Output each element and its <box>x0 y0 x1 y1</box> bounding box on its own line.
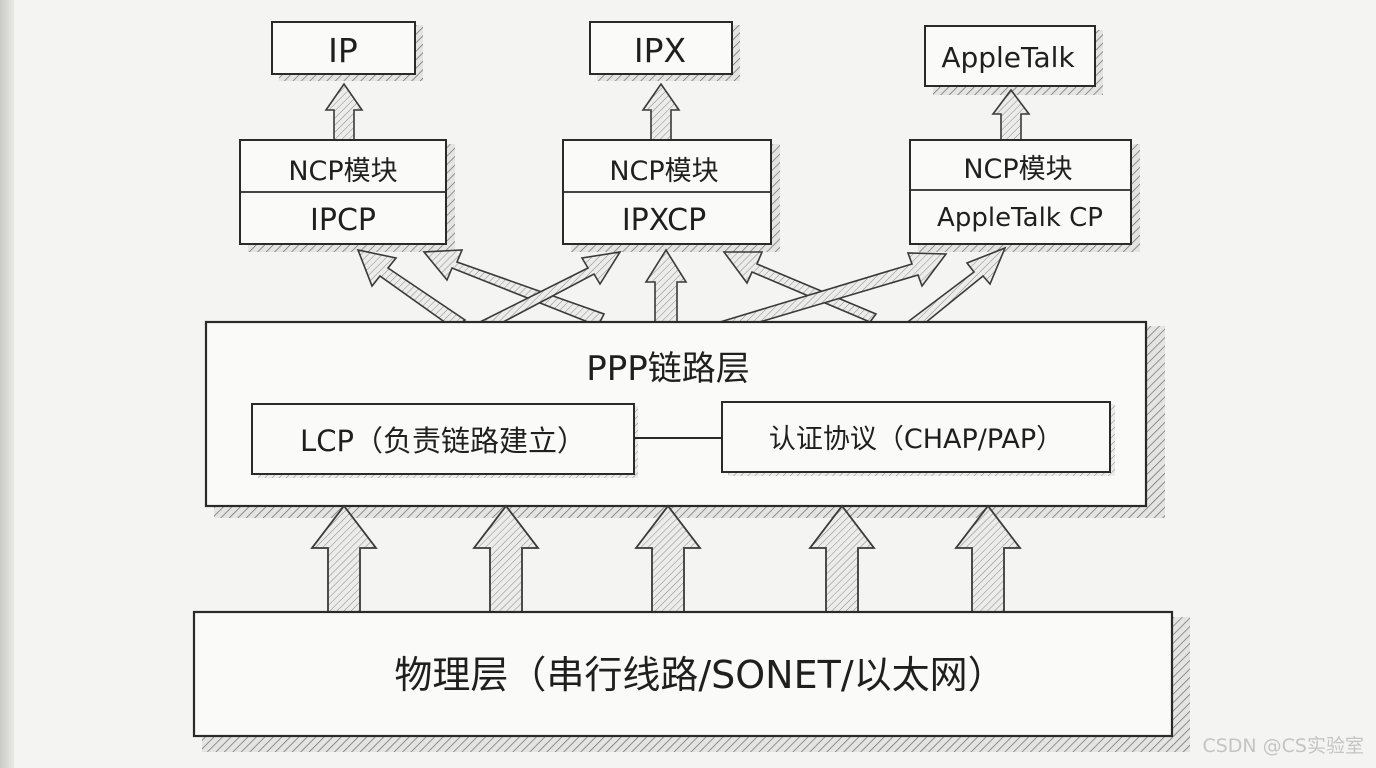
arrow-ipxcp-to-ipx <box>641 82 681 142</box>
appletalk-label: AppleTalk <box>941 41 1075 74</box>
ppp-link-layer-title: PPP链路层 <box>586 349 750 389</box>
arrow-ipcp-to-ip <box>324 82 364 142</box>
arrows-ppp-to-ncp <box>356 246 1007 334</box>
arrow-appletalkcp-to-appletalk <box>991 88 1031 142</box>
ncp-ipxcp-box: NCP模块 IPXCP <box>562 139 780 252</box>
ipx-label: IPX <box>634 31 686 70</box>
auth-protocol-label: 认证协议（CHAP/PAP） <box>769 424 1063 455</box>
physical-layer-title: 物理层（串行线路/SONET/以太网） <box>394 653 1005 697</box>
ncp-appletalkcp-box: NCP模块 AppleTalk CP <box>909 139 1140 252</box>
arrow-physical-to-ppp-5 <box>954 504 1022 613</box>
ipxcp-label: IPXCP <box>622 203 706 238</box>
arrow-ppp-to-ipxcp-a <box>478 250 622 331</box>
arrow-physical-to-ppp-4 <box>808 504 876 613</box>
auth-protocol-box: 认证协议（CHAP/PAP） <box>721 401 1115 476</box>
ipcp-label: IPCP <box>310 203 376 238</box>
appletalkcp-label: AppleTalk CP <box>937 203 1103 233</box>
ncp-appletalkcp-module-label: NCP模块 <box>963 154 1072 185</box>
ip-box: IP <box>271 21 423 81</box>
ncp-ipcp-box: NCP模块 IPCP <box>239 139 455 252</box>
arrow-physical-to-ppp-1 <box>310 504 378 613</box>
lcp-box: LCP（负责链路建立） <box>251 403 638 478</box>
watermark: CSDN @CS实验室 <box>1202 735 1364 757</box>
ncp-ipcp-module-label: NCP模块 <box>288 156 397 187</box>
arrow-ppp-to-ipxcp-center <box>644 248 688 331</box>
lcp-label: LCP（负责链路建立） <box>300 424 586 458</box>
physical-layer-box: 物理层（串行线路/SONET/以太网） <box>192 610 1190 752</box>
paper-edge <box>0 0 14 768</box>
arrow-physical-to-ppp-2 <box>472 504 540 613</box>
ncp-ipxcp-module-label: NCP模块 <box>609 156 718 187</box>
arrow-physical-to-ppp-3 <box>634 504 702 613</box>
ppp-link-layer-box: PPP链路层 LCP（负责链路建立） 认证协议（CHAP/PAP） <box>204 320 1165 518</box>
ip-label: IP <box>328 31 358 70</box>
ipx-box: IPX <box>589 21 740 81</box>
arrow-ppp-to-ipcp-b <box>422 249 606 328</box>
appletalk-box: AppleTalk <box>924 25 1103 95</box>
arrow-ppp-to-ipxcp-b <box>722 251 878 323</box>
arrows-physical-to-ppp <box>310 504 1022 613</box>
arrow-ppp-to-ipcp-a <box>356 248 467 329</box>
